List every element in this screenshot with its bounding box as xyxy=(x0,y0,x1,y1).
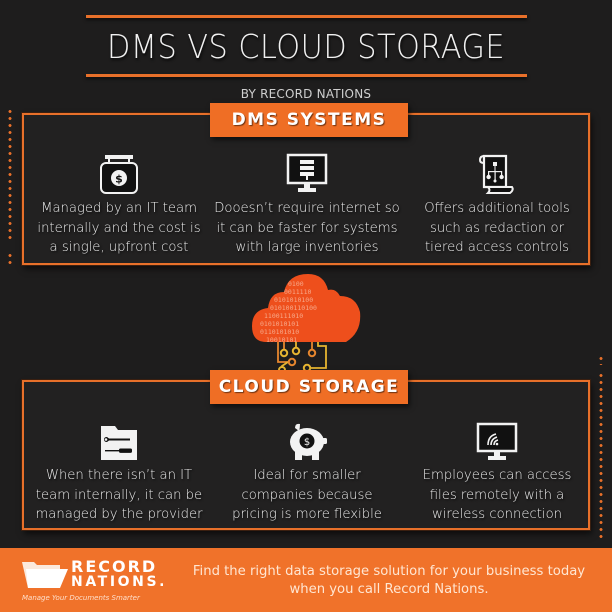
piggy-bank-icon: $ xyxy=(290,423,327,460)
cloud-storage-panel: CLOUD STORAGE When there isn’t an IT tea… xyxy=(22,370,592,530)
dotted-line-left xyxy=(8,108,12,242)
cta-line-2: when you call Record Nations. xyxy=(289,582,489,597)
cloud-item-pricing-line-3: pricing is more flexible xyxy=(232,507,382,522)
logo-tagline: Manage Your Documents Smarter xyxy=(22,594,140,602)
cloud-item-pricing-line-1: Ideal for smaller xyxy=(253,468,361,483)
svg-text:$: $ xyxy=(115,173,123,186)
binary-row: 10010101 xyxy=(266,336,297,344)
cta-line-1: Find the right data storage solution for… xyxy=(192,564,586,579)
cloud-item-pricing: $ Ideal for smaller companies because pr… xyxy=(212,420,402,525)
binary-row: 010100110100 xyxy=(270,304,317,312)
binary-row: 0110101010 xyxy=(260,328,299,336)
dms-item-tools-line-1: Offers additional tools xyxy=(424,201,570,216)
dms-item-tools-line-3: tiered access controls xyxy=(425,240,569,255)
cloud-item-provider-line-1: When there isn’t an IT xyxy=(45,468,193,483)
dms-systems-panel: DMS SYSTEMS $ Managed by an IT team inte… xyxy=(22,103,592,265)
cloud-item-pricing-line-2: companies because xyxy=(241,487,373,503)
cloud-item-remote-line-3: wireless connection xyxy=(431,507,563,522)
cloud-item-remote: Employees can access files remotely with… xyxy=(402,422,592,525)
byline: BY RECORD NATIONS xyxy=(240,87,372,101)
cloud-item-provider: When there isn’t an IT team internally, … xyxy=(24,422,214,525)
dms-item-tools-line-2: such as redaction or xyxy=(429,220,565,236)
cloud-item-provider-line-2: team internally, it can be xyxy=(35,487,203,503)
dotted-line-right-small xyxy=(599,355,603,365)
svg-text:$: $ xyxy=(304,437,310,448)
folder-tools-icon xyxy=(101,426,137,460)
cloud-item-remote-line-2: files remotely with a xyxy=(429,487,565,503)
binary-cloud-circuit-icon: 0100 0011110 0101010100 010100110100 110… xyxy=(252,262,362,374)
monitor-wireless-icon xyxy=(476,422,518,460)
logo-nations: NATIONS. xyxy=(71,574,168,590)
binary-row: 0100 xyxy=(288,280,304,288)
dms-item-offline-line-3: with large inventories xyxy=(235,240,379,255)
cloud-storage-label: CLOUD STORAGE xyxy=(210,370,408,404)
dotted-line-left-small xyxy=(8,252,12,266)
cloud-item-remote-line-1: Employees can access xyxy=(422,468,572,483)
dms-systems-label: DMS SYSTEMS xyxy=(210,103,408,137)
title-rule-bottom xyxy=(86,74,527,77)
dms-item-cost: $ Managed by an IT team internally and t… xyxy=(24,153,214,258)
binary-row: 0101010100 xyxy=(274,296,313,304)
dms-item-offline: Dooesn’t require internet so it can be f… xyxy=(212,153,402,258)
page-title: DMS VS CLOUD STORAGE xyxy=(106,27,506,66)
dms-item-offline-line-2: it can be faster for systems xyxy=(216,220,398,236)
dms-item-cost-line-2: internally and the cost is xyxy=(37,220,201,236)
dms-item-cost-line-1: Managed by an IT team xyxy=(41,201,197,216)
binary-row: 0101010101 xyxy=(260,320,299,328)
logo-record: RECORD xyxy=(71,557,158,576)
call-to-action: Find the right data storage solution for… xyxy=(190,563,588,599)
footer-banner: RECORD NATIONS. Manage Your Documents Sm… xyxy=(0,548,612,612)
dms-item-cost-line-3: a single, upfront cost xyxy=(49,240,189,255)
monitor-server-icon xyxy=(286,153,328,192)
title-rule-top xyxy=(86,15,527,18)
cloud-item-provider-line-3: managed by the provider xyxy=(35,507,203,522)
money-jar-icon: $ xyxy=(100,155,138,194)
dms-item-tools: Offers additional tools such as redactio… xyxy=(402,153,592,258)
binary-row: 0011110 xyxy=(284,288,311,296)
record-nations-logo[interactable]: RECORD NATIONS. Manage Your Documents Sm… xyxy=(20,556,164,606)
dotted-line-right xyxy=(599,372,603,542)
folder-logo-icon xyxy=(22,562,68,588)
dms-item-offline-line-1: Dooesn’t require internet so xyxy=(214,201,400,216)
binary-row: 1100111010 xyxy=(264,312,303,320)
document-hierarchy-icon xyxy=(478,154,514,194)
